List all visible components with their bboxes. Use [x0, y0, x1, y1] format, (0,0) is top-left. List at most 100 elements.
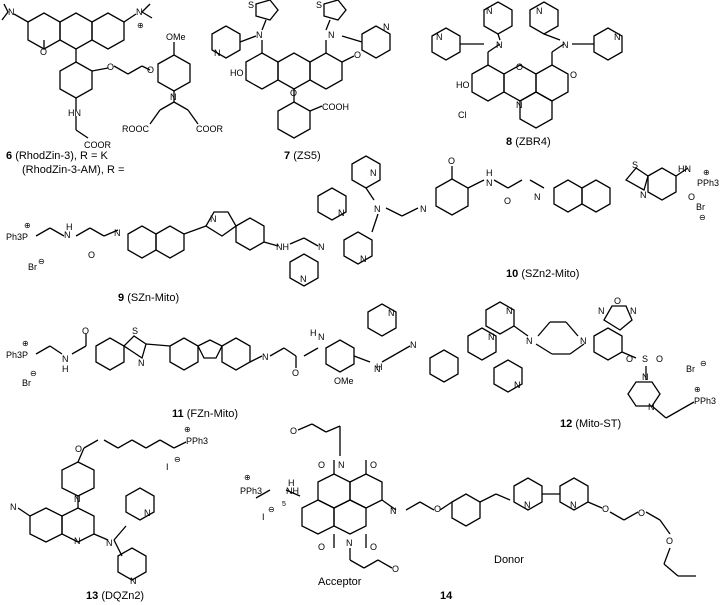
atom-label: N — [420, 204, 427, 214]
atom-label: HN — [678, 164, 691, 174]
compound-name-6: (RhodZin-3), R = K — [15, 150, 108, 162]
atom-label: H — [288, 478, 295, 488]
charge-symbol: ⊖ — [268, 505, 275, 514]
caption-14: 14 — [440, 590, 452, 602]
atom-label: N — [74, 536, 81, 546]
atom-label: HO — [456, 80, 470, 90]
atom-label: COOH — [322, 102, 349, 112]
atom-label: N — [614, 32, 621, 42]
atom-label: COOR — [84, 140, 112, 150]
atom-label: H — [376, 362, 383, 372]
atom-label: PPh3 — [186, 436, 208, 446]
atom-label: N — [496, 40, 503, 50]
caption-9: 9 (SZn-Mito) — [118, 292, 179, 304]
atom-label: O — [370, 542, 377, 552]
atom-label: N — [114, 228, 121, 238]
compound-name-9: (SZn-Mito) — [127, 292, 180, 304]
atom-label: O — [354, 50, 361, 60]
charge-symbol: ⊖ — [38, 257, 45, 266]
atom-label: N — [383, 22, 390, 32]
atom-label: O — [82, 326, 89, 336]
donor-label: Donor — [494, 554, 524, 566]
atom-label: N — [374, 204, 381, 214]
compound-name-7: (ZS5) — [293, 150, 321, 162]
atom-label: N — [74, 494, 81, 504]
atom-label: O — [602, 504, 609, 514]
compound-number-8: 8 — [506, 136, 513, 148]
atom-label: N — [106, 538, 113, 548]
atom-label: PPh3 — [240, 486, 262, 496]
compound-name-11: (FZn-Mito) — [186, 408, 239, 420]
structure-10: N N N O N H N O S N O HN PPh3 ⊕ Br ⊖ N — [343, 155, 719, 265]
atom-label: N — [300, 274, 307, 284]
compound-number-11: 11 — [172, 408, 184, 420]
charge-symbol: ⊖ — [699, 213, 706, 222]
atom-label: N — [580, 336, 587, 346]
atom-label: O — [434, 504, 441, 514]
atom-label: Ph3P — [6, 232, 28, 242]
atom-label: N — [486, 178, 493, 188]
compound-name-8: (ZBR4) — [515, 136, 551, 148]
atom-label: N — [10, 502, 17, 512]
structure-12: N N N N N O N N S O O N N PPh3 ⊕ Br ⊖ — [467, 296, 716, 419]
atom-label: O — [40, 47, 47, 57]
atom-label: O — [107, 62, 114, 72]
atom-label: N — [346, 538, 353, 548]
atom-label: Cl — [458, 110, 467, 120]
compound-number-12: 12 — [560, 418, 573, 430]
atom-label: N — [170, 92, 177, 102]
atom-label: N — [506, 306, 513, 316]
compound-number-9: 9 — [118, 292, 125, 304]
atom-label: N — [138, 358, 145, 368]
structure-6: N N ⊕ OMe O O O N HN COOR COOR ROOC — [1, 3, 224, 150]
atom-label: O — [688, 192, 695, 202]
atom-label: PPh3 — [694, 396, 716, 406]
atom-label: O — [656, 354, 663, 364]
compound-number-6: 6 — [6, 150, 13, 162]
atom-label: H — [66, 222, 73, 232]
atom-label: S — [632, 160, 638, 170]
atom-label: N — [570, 500, 577, 510]
atom-label: O — [75, 444, 82, 454]
structure-11: Ph3P ⊕ O N H S N Br ⊖ N O H N N N N OMe … — [6, 303, 459, 388]
atom-label: O — [318, 460, 325, 470]
atom-label: O — [290, 426, 297, 436]
atom-label: N — [64, 230, 71, 240]
charge-symbol: ⊖ — [174, 455, 181, 464]
atom-label: O — [147, 65, 154, 75]
atom-label: N — [648, 402, 655, 412]
atom-label: I — [262, 512, 265, 522]
charge-symbol: ⊕ — [703, 168, 710, 177]
atom-label: ROOC — [122, 124, 150, 134]
atom-label: O — [570, 70, 577, 80]
atom-label: NH — [286, 486, 299, 496]
atom-label: S — [642, 354, 648, 364]
atom-label: N — [8, 7, 15, 17]
atom-label: N — [630, 306, 637, 316]
atom-label: N — [328, 30, 335, 40]
atom-label: N — [524, 500, 531, 510]
atom-label: N — [214, 48, 221, 58]
charge-symbol: ⊖ — [30, 369, 37, 378]
atom-label: N — [144, 508, 151, 518]
atom-label: O — [638, 508, 645, 518]
atom-label: N — [640, 190, 647, 200]
caption-13: 13 (DQZn2) — [86, 590, 144, 602]
atom-label: N — [514, 380, 521, 390]
atom-label: COOR — [196, 124, 224, 134]
atom-label: N — [534, 192, 541, 202]
structure-8: N N N N N N HO O O N Cl — [431, 1, 623, 129]
caption-10: 10 (SZn2-Mito) — [506, 268, 579, 280]
structure-14: O O O N PPh3 ⊕ NH N O O N O O N N O O O … — [240, 423, 696, 577]
atom-label: 5 — [282, 501, 286, 508]
atom-label: N — [256, 30, 263, 40]
caption-6-am: (RhodZin-3-AM), R = — [22, 164, 124, 176]
atom-label: N — [338, 460, 345, 470]
charge-symbol: ⊕ — [24, 221, 31, 230]
atom-label: O — [614, 296, 621, 306]
atom-label: O — [290, 88, 297, 98]
atom-label: O — [392, 564, 399, 574]
atom-label: N — [338, 208, 345, 218]
structure-9: Ph3P ⊕ N H O N Br ⊖ N NH N N N — [6, 187, 347, 287]
